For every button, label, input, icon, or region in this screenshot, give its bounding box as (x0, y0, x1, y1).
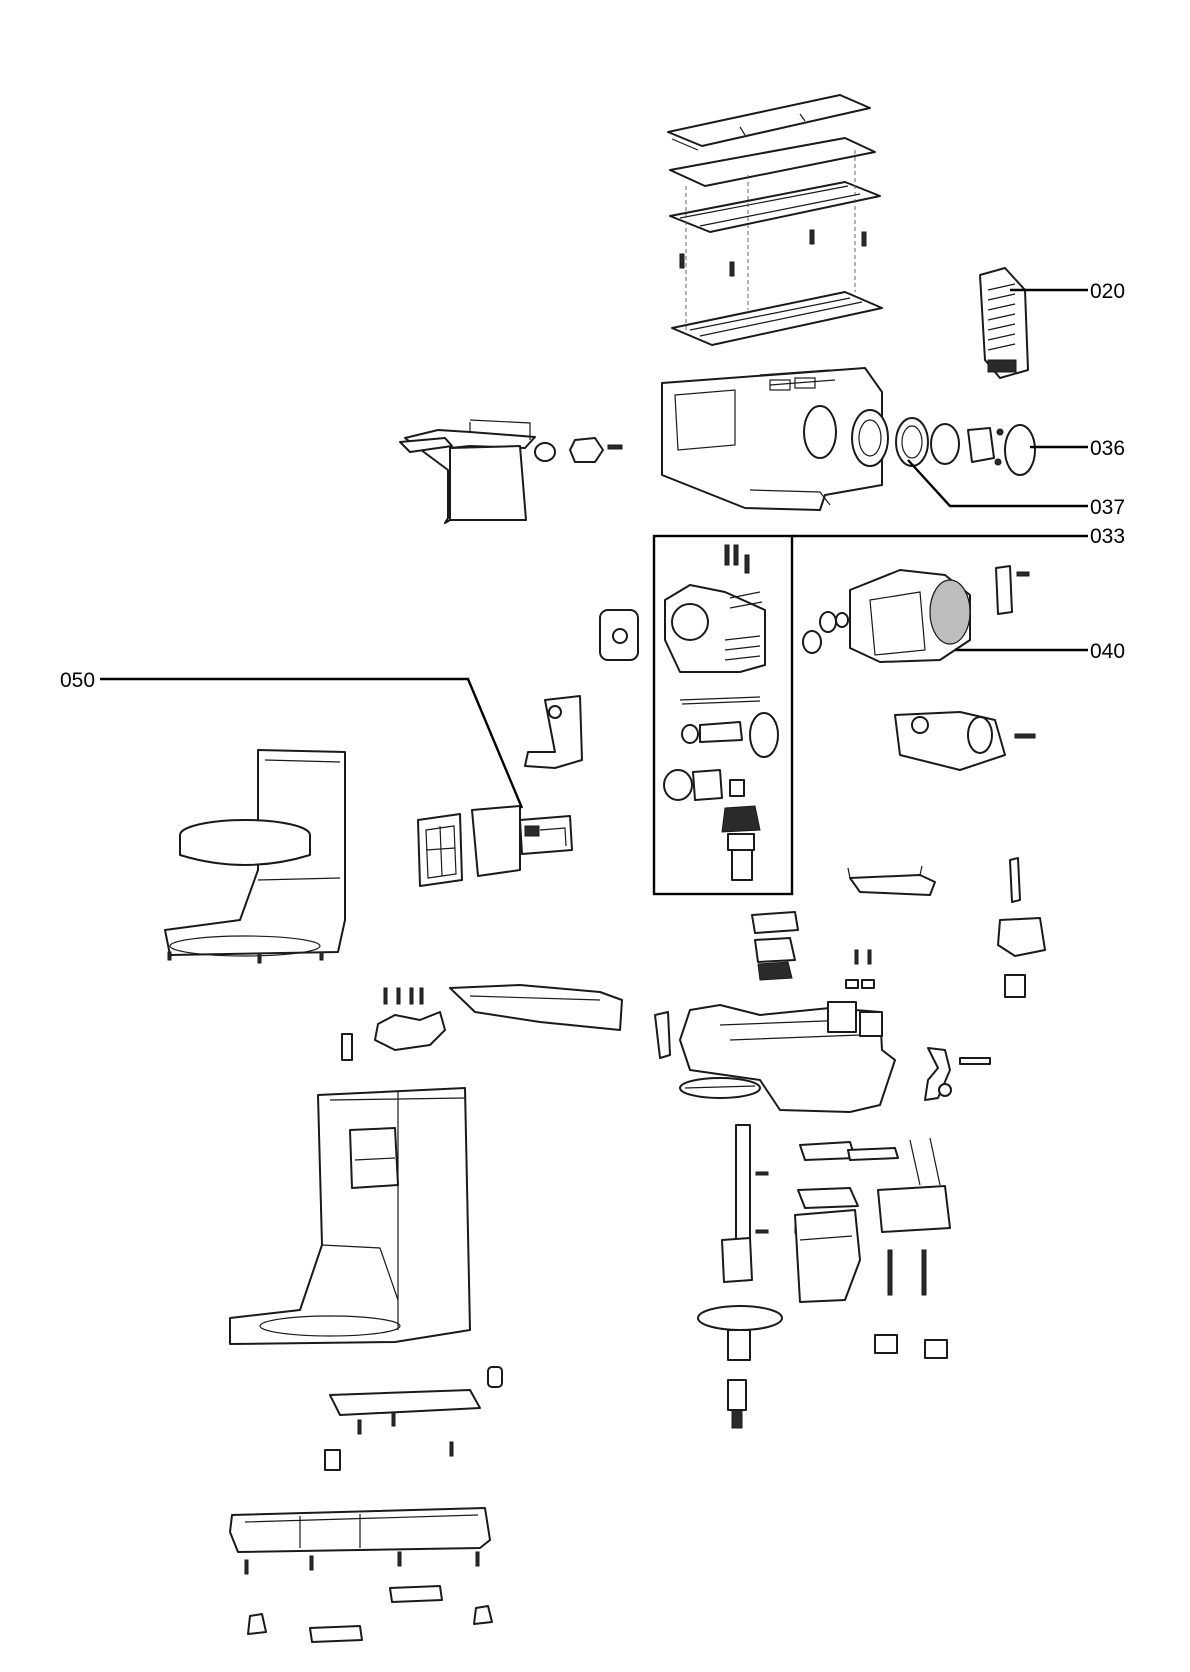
latch-mechanism (794, 1141, 899, 1241)
switch-bracket (524, 695, 583, 769)
front-ring-assembly (851, 409, 1036, 476)
pinion-gear-set (751, 911, 799, 981)
rotary-lever (924, 1047, 991, 1101)
leader-050 (100, 677, 524, 809)
motor-bracket (995, 565, 1030, 615)
callout-033: 033 (1090, 525, 1125, 548)
leader-037 (907, 459, 1088, 508)
spout-connector (534, 437, 623, 463)
output-shaft (697, 1124, 783, 1429)
callout-036: 036 (1090, 437, 1125, 460)
speed-lever (847, 865, 936, 896)
lock-switch (877, 1137, 951, 1296)
side-switch-cover (599, 609, 639, 661)
brush-assembly (894, 711, 1036, 771)
handle-cover (449, 984, 623, 1031)
gearbox-assembly (663, 544, 779, 881)
top-cover-stack (667, 94, 883, 346)
clip-bracket (341, 987, 446, 1061)
callout-050: 050 (60, 669, 95, 692)
knob-cover (794, 1209, 948, 1359)
callout-020: 020 (1090, 280, 1125, 303)
small-screws-mid (654, 949, 875, 1059)
cam-actuator (997, 857, 1046, 998)
motor-housing (661, 367, 883, 511)
upper-stand (164, 749, 346, 964)
base-plate (229, 1366, 503, 1643)
control-panel-part-020 (979, 267, 1029, 379)
pcb-board-part-050 (417, 805, 573, 887)
gear-carrier (679, 1001, 896, 1113)
outlet-spout (399, 419, 536, 524)
callout-040: 040 (1090, 640, 1125, 663)
motor-part-040 (802, 569, 971, 663)
gearbox-group-frame (652, 534, 794, 896)
callout-leaders (100, 288, 1088, 809)
main-housing (229, 1087, 471, 1345)
callout-037: 037 (1090, 496, 1125, 519)
